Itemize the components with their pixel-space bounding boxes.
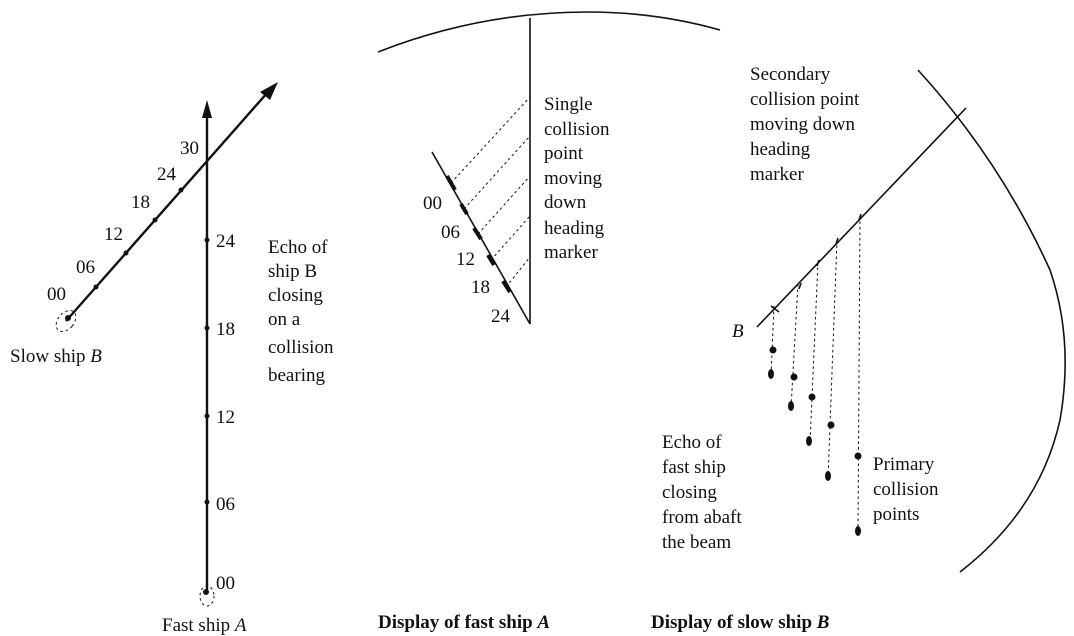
- middle-label-18: 18: [471, 277, 490, 298]
- middle-projection-00: [450, 96, 531, 184]
- ship-a-label-06: 06: [216, 494, 235, 515]
- ship-a-arrowhead-icon: [202, 100, 212, 118]
- middle-projection-18: [490, 215, 531, 261]
- middle-display: 00 06 12 18 24 Single collision point mo…: [377, 11, 721, 633]
- right-echo-4b: [825, 471, 831, 481]
- ship-b-start-ring: [55, 309, 77, 333]
- svg-text:on a: on a: [268, 309, 301, 330]
- right-echo-5: [854, 452, 862, 460]
- secondary-collision-note: Secondary collision point moving down he…: [750, 64, 860, 185]
- ship-b-start-dot: [65, 315, 71, 321]
- svg-text:collision point: collision point: [750, 89, 860, 110]
- right-drop-1: [770, 305, 775, 377]
- svg-text:the beam: the beam: [662, 532, 731, 553]
- right-display: B Secondary collision point moving down …: [651, 64, 1066, 633]
- svg-text:fast ship: fast ship: [662, 457, 726, 478]
- ship-a-label-12: 12: [216, 407, 235, 428]
- ship-a-tick-06: [204, 499, 210, 505]
- ship-b-label-06: 06: [76, 257, 95, 278]
- ship-a-tick-12: [204, 413, 210, 419]
- svg-text:Secondary: Secondary: [750, 64, 831, 85]
- right-echo-5b: [855, 526, 861, 536]
- ship-a-tick-18: [204, 325, 210, 331]
- svg-text:down: down: [544, 192, 587, 213]
- svg-text:closing: closing: [662, 482, 717, 503]
- ship-a-label-24: 24: [216, 231, 236, 252]
- svg-text:Echo of: Echo of: [662, 432, 722, 453]
- right-b-label: B: [732, 321, 744, 342]
- svg-text:bearing: bearing: [268, 365, 325, 386]
- middle-caption: Display of fast ship A: [378, 612, 550, 633]
- ship-b-label-24: 24: [157, 164, 177, 185]
- ship-b-label-00: 00: [47, 284, 66, 305]
- right-echo-2b: [788, 401, 794, 411]
- ship-a-tick-24: [204, 237, 210, 243]
- svg-text:marker: marker: [544, 242, 598, 263]
- middle-label-06: 06: [441, 222, 460, 243]
- single-collision-note: Single collision point moving down headi…: [544, 94, 610, 263]
- ship-a-label-18: 18: [216, 319, 235, 340]
- right-drop-5: [857, 215, 861, 534]
- right-echo-4: [827, 421, 835, 429]
- middle-projection-24: [505, 256, 531, 288]
- svg-text:point: point: [544, 143, 584, 164]
- slow-ship-b-label: Slow ship B: [10, 346, 102, 367]
- left-plot: 00 06 12 18 24 00 06 12 18 24 30 Slow sh…: [10, 82, 334, 636]
- echo-of-fast-ship-note: Echo of fast ship closing from abaft the…: [662, 432, 742, 553]
- ship-a-start-ring: [199, 585, 215, 607]
- ship-b-tick-12: [123, 250, 129, 256]
- svg-text:Primary: Primary: [873, 454, 935, 475]
- svg-text:collision: collision: [268, 337, 334, 358]
- svg-text:closing: closing: [268, 285, 323, 306]
- svg-text:heading: heading: [544, 218, 605, 239]
- right-echo-3b: [806, 436, 812, 446]
- middle-projection-06: [463, 135, 531, 210]
- svg-text:points: points: [873, 504, 919, 525]
- ship-a-label-00: 00: [216, 573, 235, 594]
- middle-projection-12: [477, 175, 531, 235]
- right-range-ring: [917, 69, 1066, 573]
- svg-text:moving: moving: [544, 168, 603, 189]
- svg-text:from abaft: from abaft: [662, 507, 742, 528]
- ship-b-tick-06: [93, 284, 99, 290]
- ship-b-tick-18: [152, 217, 158, 223]
- middle-label-00: 00: [423, 193, 442, 214]
- svg-text:heading: heading: [750, 139, 811, 160]
- svg-text:Single: Single: [544, 94, 593, 115]
- svg-text:marker: marker: [750, 164, 804, 185]
- right-echo-1b: [768, 369, 774, 379]
- right-echo-3: [808, 393, 816, 401]
- right-caption: Display of slow ship B: [651, 612, 829, 633]
- svg-text:Echo of: Echo of: [268, 237, 328, 258]
- right-echo-2: [790, 373, 798, 381]
- ship-b-arrowhead-icon: [260, 82, 278, 100]
- ship-b-track: [65, 91, 269, 322]
- svg-text:ship B: ship B: [268, 261, 317, 282]
- middle-range-ring: [377, 11, 721, 53]
- middle-label-24: 24: [491, 306, 511, 327]
- ship-b-label-30: 30: [180, 138, 199, 159]
- svg-text:collision: collision: [873, 479, 939, 500]
- right-heading-marker: [756, 107, 967, 328]
- svg-text:moving down: moving down: [750, 114, 856, 135]
- middle-echo-12: [472, 226, 483, 241]
- middle-label-12: 12: [456, 249, 475, 270]
- right-drop-2: [790, 283, 799, 409]
- right-drop-3: [809, 261, 819, 444]
- right-echo-1: [769, 346, 777, 354]
- echo-of-ship-b-note: Echo of ship B closing on a collision be…: [268, 237, 334, 386]
- ship-b-tick-24: [178, 187, 184, 193]
- primary-collision-note: Primary collision points: [873, 454, 939, 525]
- right-drop-4: [827, 239, 838, 479]
- ship-a-start-dot: [203, 589, 209, 595]
- svg-text:collision: collision: [544, 119, 610, 140]
- fast-ship-a-label: Fast ship A: [162, 615, 247, 636]
- ship-b-label-12: 12: [104, 224, 123, 245]
- ship-b-label-18: 18: [131, 192, 150, 213]
